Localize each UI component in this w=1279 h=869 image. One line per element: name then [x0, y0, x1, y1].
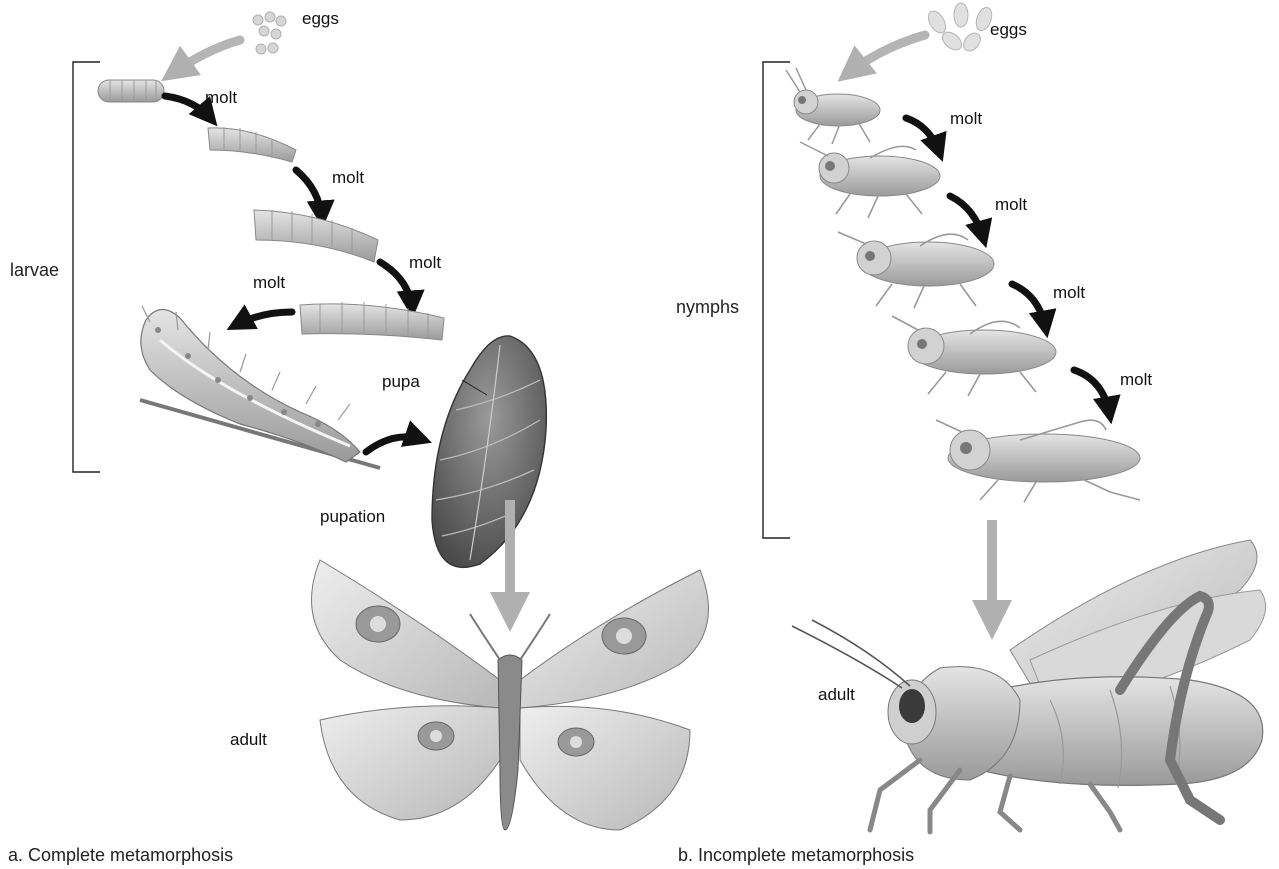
larva-stage-1 [98, 80, 164, 102]
incomplete-molt-label-4: molt [1120, 371, 1152, 388]
complete-metamorphosis-panel [73, 12, 708, 830]
incomplete-eggs-label: eggs [990, 21, 1027, 38]
molt-arrow-4 [234, 312, 292, 326]
moth-eggs [253, 12, 286, 54]
complete-molt-label-1: molt [205, 89, 237, 106]
nymph-molt-arrow-2 [950, 196, 984, 240]
eggs-to-larva-arrow [170, 40, 240, 75]
nymph-molt-arrow-3 [1012, 284, 1046, 330]
molt-arrow-2 [296, 170, 322, 220]
pupa [432, 336, 546, 567]
complete-eggs-label: eggs [302, 10, 339, 27]
incomplete-molt-label-3: molt [1053, 284, 1085, 301]
nymph-stage-1 [786, 68, 880, 144]
molt-arrow-3 [380, 262, 412, 310]
nymph-stage-4 [892, 316, 1056, 396]
complete-molt-label-3: molt [409, 254, 441, 271]
larva-stage-3 [254, 210, 378, 262]
larvae-bracket [73, 62, 100, 472]
incomplete-adult-label: adult [818, 686, 855, 703]
larva-stage-2 [208, 127, 296, 162]
larva-stage-4 [300, 302, 444, 340]
complete-adult-label: adult [230, 731, 267, 748]
eggs-to-nymph-arrow [846, 35, 925, 75]
complete-metamorphosis-caption: a. Complete metamorphosis [8, 846, 233, 864]
nymphs-label: nymphs [676, 298, 739, 316]
grasshopper-adult [792, 540, 1266, 832]
incomplete-molt-label-1: molt [950, 110, 982, 127]
complete-molt-label-2: molt [332, 169, 364, 186]
nymphs-bracket [763, 62, 790, 538]
pupation-arrow [366, 437, 424, 452]
nymph-stage-3 [838, 232, 994, 308]
incomplete-molt-label-2: molt [995, 196, 1027, 213]
incomplete-metamorphosis-panel [763, 3, 1266, 832]
complete-molt-label-4: molt [253, 274, 285, 291]
pupation-label: pupation [320, 508, 385, 525]
nymph-stage-5 [936, 420, 1140, 502]
larvae-label: larvae [10, 261, 59, 279]
incomplete-metamorphosis-caption: b. Incomplete metamorphosis [678, 846, 914, 864]
nymph-stage-2 [800, 142, 940, 218]
pupa-label: pupa [382, 373, 420, 390]
grasshopper-eggs [925, 3, 995, 54]
nymph-molt-arrow-4 [1074, 370, 1110, 416]
nymph-molt-arrow-1 [906, 118, 940, 154]
